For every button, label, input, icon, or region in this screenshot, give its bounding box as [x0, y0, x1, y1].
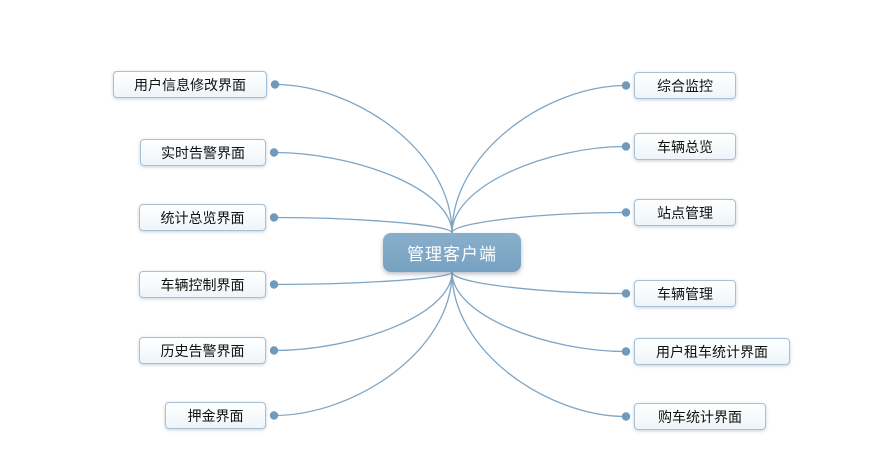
node-statistics-overview[interactable]: 统计总览界面 — [139, 204, 266, 231]
connector-curve — [273, 271, 453, 286]
connector-curve — [451, 211, 627, 234]
node-user-rental-statistics[interactable]: 用户租车统计界面 — [634, 338, 790, 365]
connector-curve — [451, 145, 627, 234]
connector-dot — [621, 347, 631, 356]
connector-dot — [621, 412, 631, 421]
node-vehicle-management[interactable]: 车辆管理 — [634, 280, 736, 307]
connector-curve — [274, 83, 453, 234]
node-station-management[interactable]: 站点管理 — [634, 199, 736, 226]
connector-dot — [269, 411, 279, 420]
connector-dot — [621, 81, 631, 90]
node-comprehensive-monitoring[interactable]: 综合监控 — [634, 72, 736, 99]
connector-curve — [451, 271, 627, 295]
node-vehicle-control[interactable]: 车辆控制界面 — [139, 271, 266, 298]
connector-curve — [273, 271, 453, 352]
connector-curve — [451, 271, 627, 418]
connector-dot — [270, 80, 280, 89]
connector-dot — [269, 280, 279, 289]
connector-dot — [621, 289, 631, 298]
node-deposit[interactable]: 押金界面 — [165, 402, 266, 429]
connector-dot — [269, 213, 279, 222]
connector-curve — [273, 151, 453, 234]
node-purchase-statistics[interactable]: 购车统计界面 — [634, 403, 766, 430]
connector-curve — [273, 216, 453, 234]
connector-curve — [451, 271, 627, 353]
node-user-info-modify[interactable]: 用户信息修改界面 — [113, 71, 267, 98]
connector-curve — [451, 84, 627, 234]
connector-curve — [273, 271, 453, 417]
connector-dot — [621, 142, 631, 151]
connector-dot — [269, 346, 279, 355]
node-realtime-alarm[interactable]: 实时告警界面 — [140, 139, 266, 166]
connector-dot — [269, 148, 279, 157]
connector-dot — [621, 208, 631, 217]
center-node-management-client[interactable]: 管理客户端 — [383, 233, 521, 272]
node-vehicle-overview[interactable]: 车辆总览 — [634, 133, 736, 160]
node-history-alarm[interactable]: 历史告警界面 — [139, 337, 266, 364]
